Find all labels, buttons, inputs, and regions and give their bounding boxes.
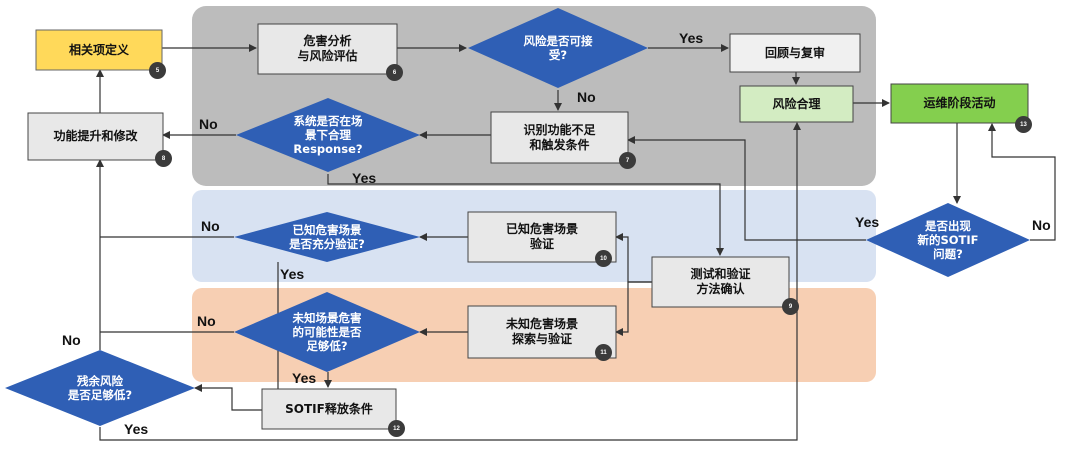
yes-label-known: Yes — [280, 266, 305, 282]
step-badge-11: 11 — [595, 344, 612, 361]
residual-risk-diamond — [5, 350, 195, 426]
step-badge-5: 5 — [149, 62, 166, 79]
step-badge-6: 6 — [386, 64, 403, 81]
risk-acceptable-diamond — [468, 8, 648, 88]
yes-label-system: Yes — [352, 170, 377, 186]
known-verified-diamond — [234, 212, 420, 262]
review-box — [729, 33, 861, 73]
no-label-system: No — [199, 116, 218, 132]
no-label-known: No — [201, 218, 220, 234]
unknown-low-diamond — [234, 292, 420, 372]
yes-label-new-sotif: Yes — [855, 214, 880, 230]
yes-label-unknown: Yes — [292, 370, 317, 386]
related-item-definition-box — [35, 29, 163, 71]
unknown-scenario-explore-box — [467, 305, 617, 359]
no-label-risk: No — [577, 89, 596, 105]
function-improvement-box — [27, 112, 164, 161]
hazard-analysis-box — [257, 23, 398, 75]
step-badge-12: 12 — [388, 420, 405, 437]
yes-label-risk: Yes — [679, 30, 704, 46]
step-badge-8: 8 — [155, 150, 172, 167]
known-scenario-verify-box — [467, 211, 617, 263]
no-label-residual: No — [62, 332, 81, 348]
risk-reasonable-box — [739, 85, 854, 123]
sotif-release-box — [261, 388, 397, 430]
system-response-diamond — [236, 98, 420, 172]
identify-insufficiency-box — [490, 111, 629, 164]
step-badge-10: 10 — [595, 250, 612, 267]
test-method-box — [651, 256, 790, 308]
step-badge-7: 7 — [619, 152, 636, 169]
yes-label-residual: Yes — [124, 421, 149, 437]
operation-phase-box — [890, 83, 1029, 124]
no-label-new-sotif: No — [1032, 217, 1051, 233]
step-badge-13: 13 — [1015, 116, 1032, 133]
new-sotif-diamond — [866, 203, 1030, 277]
no-label-unknown: No — [197, 313, 216, 329]
connectors — [96, 44, 1056, 441]
step-badge-9: 9 — [782, 298, 799, 315]
